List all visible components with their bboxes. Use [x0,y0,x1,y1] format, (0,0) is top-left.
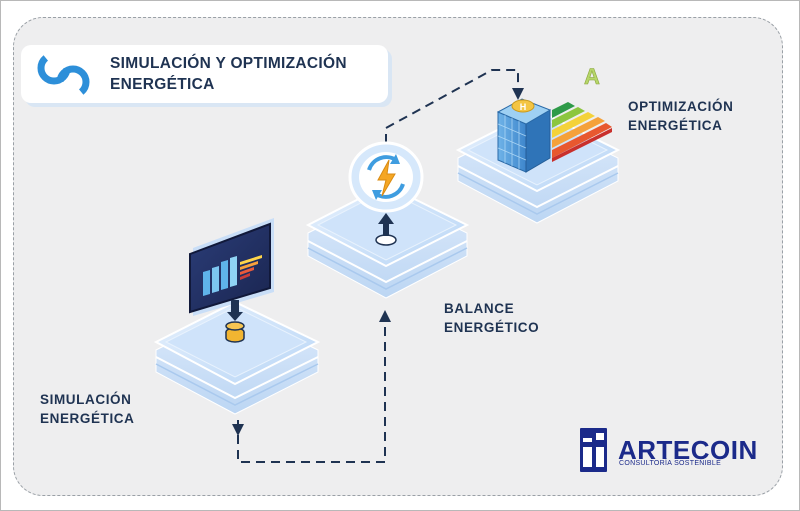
database-icon [225,321,245,343]
title-line-1: SIMULACIÓN Y OPTIMIZACIÓN [110,55,347,72]
step-label-optimization-line-1: OPTIMIZACIÓN [628,99,734,114]
step-label-optimization: OPTIMIZACIÓN ENERGÉTICA [628,97,733,135]
energy-cycle-icon [348,141,424,246]
title-logo-icon [37,51,90,99]
artecoin-logo-icon [580,428,607,472]
monitor-chart-icon [189,218,274,343]
step-label-simulation: SIMULACIÓN ENERGÉTICA [40,390,135,428]
connector-lines [237,69,519,463]
arrow-down-icon [512,88,524,100]
page-title: SIMULACIÓN Y OPTIMIZACIÓN ENERGÉTICA [110,53,380,95]
step-label-simulation-line-1: SIMULACIÓN [40,392,132,407]
connector-simulation-to-balance [237,318,386,463]
title-line-2: ENERGÉTICA [110,76,215,93]
rating-letter: A [584,64,600,89]
platform-simulation [153,300,321,415]
connector-balance-to-optimization [385,69,519,158]
step-label-balance-line-1: BALANCE [444,301,515,316]
step-label-balance-line-2: ENERGÉTICO [444,320,540,335]
brand-tagline: CONSULTORÍA SOSTENIBLE [619,460,722,467]
building-rating-icon: H A [496,64,612,173]
step-label-simulation-line-2: ENERGÉTICA [40,411,135,426]
step-label-optimization-line-2: ENERGÉTICA [628,118,723,133]
arrow-up-icon [379,310,391,322]
step-label-balance: BALANCE ENERGÉTICO [444,299,539,337]
connector-arrowheads [232,88,524,436]
arrow-down-icon [232,424,244,436]
brand-name: ARTECOIN [618,435,758,465]
building-sign-letter: H [520,102,527,112]
